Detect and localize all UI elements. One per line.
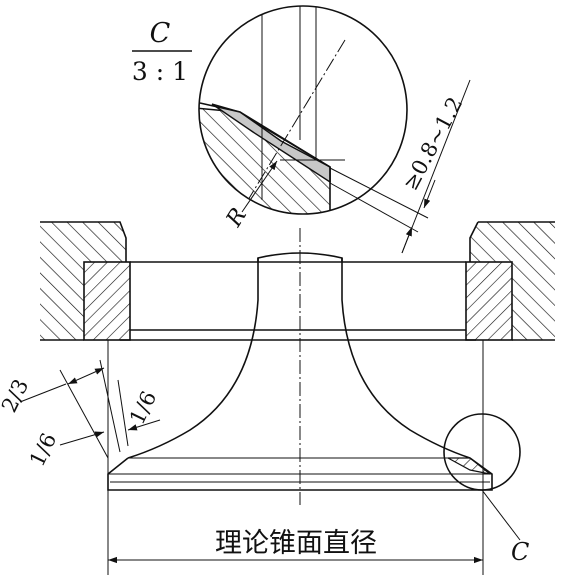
radius-leader — [241, 160, 278, 213]
fraction-lower-label: 1/6 — [25, 429, 61, 470]
valve-head-outline — [107, 457, 493, 491]
detail-scale-label: C 3 : 1 — [132, 18, 192, 86]
detail-callout-label: C — [511, 538, 529, 566]
detail-scale-letter: C — [150, 18, 171, 49]
fraction-ext-2 — [99, 359, 121, 453]
fraction-ext-1 — [59, 369, 109, 459]
cone-diameter-label: 理论锥面直径 — [215, 528, 377, 559]
detail-center-line — [244, 39, 346, 206]
cylinder-head-left — [40, 221, 131, 341]
fraction-middle-arrow — [127, 419, 161, 431]
detail-callout: C — [443, 413, 529, 566]
detail-scale-ratio: 3 : 1 — [132, 57, 188, 86]
detail-view-c — [198, 5, 408, 215]
seat-width-label: ≥0.8~1.2 — [398, 93, 467, 194]
cylinder-head-right — [465, 221, 555, 341]
fraction-upper-dim — [67, 367, 105, 385]
valve-fillet-right — [341, 299, 471, 459]
seat-width-arrow-1 — [423, 179, 436, 209]
detail-valve-cone-edge — [199, 102, 331, 168]
seat-insert-left — [83, 261, 131, 341]
fraction-ext-3 — [117, 379, 129, 447]
valve-seat-contact-right — [447, 457, 491, 475]
valve — [107, 228, 493, 505]
seat-width-arrow-2 — [401, 226, 413, 254]
fraction-lower-arrow — [59, 431, 105, 446]
seat-insert-right — [465, 261, 513, 341]
fraction-middle-label: 1/6 — [125, 387, 161, 428]
radius-label: R — [221, 204, 252, 232]
detail-circle — [198, 5, 408, 215]
fraction-upper-label: 2/3 — [0, 375, 33, 416]
seat-width-extension-1 — [329, 167, 429, 219]
fraction-dimensions: 2/3 1/6 1/6 — [0, 359, 161, 470]
seat-width-dim-line — [401, 79, 471, 254]
fraction-upper-leader — [19, 383, 67, 403]
valve-fillet-left — [127, 299, 259, 459]
seat-width-extension-2 — [329, 182, 419, 233]
detail-callout-leader — [481, 489, 521, 541]
seat-width-dimension: ≥0.8~1.2 — [329, 79, 471, 254]
